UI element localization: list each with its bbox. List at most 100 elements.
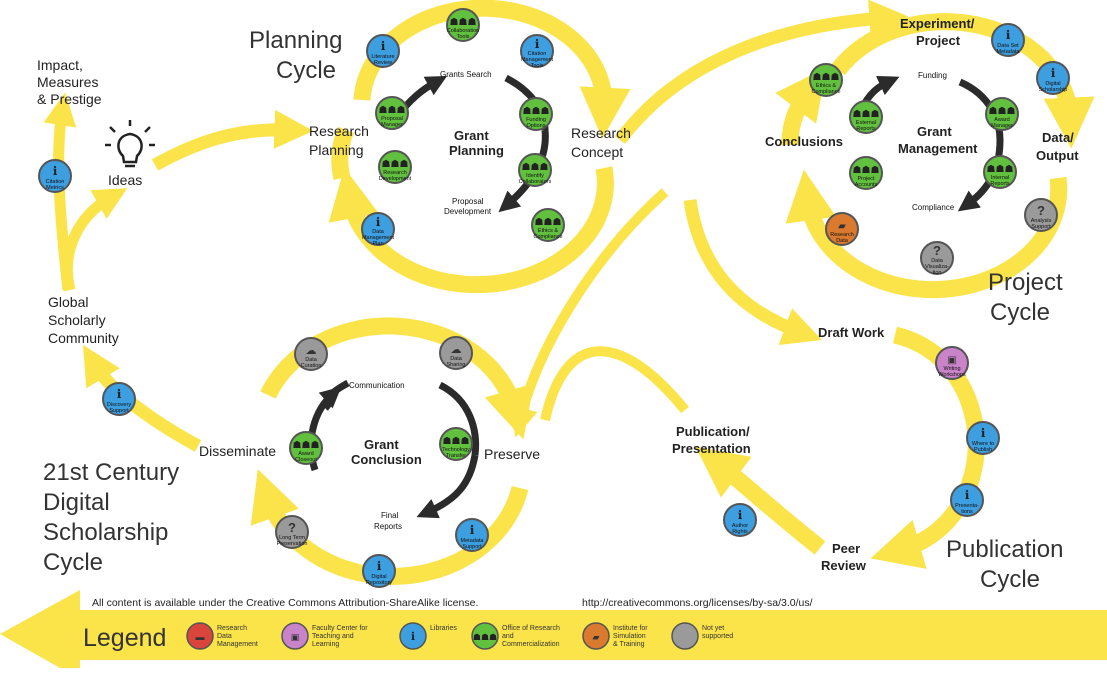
legend-item-research-data-management: ▬ Research Data Management <box>186 622 258 650</box>
info-icon: ℹ <box>377 559 382 573</box>
svg-text:Institute for: Institute for <box>613 625 648 632</box>
people-icon: ☗☗☗ <box>535 217 562 228</box>
svg-text:Development: Development <box>379 176 412 182</box>
svg-text:Repository: Repository <box>366 580 393 586</box>
svg-text:Conclusion: Conclusion <box>351 452 422 467</box>
collaboration-tools-node: ☗☗☗ Collaboration Tools <box>446 8 480 42</box>
svg-text:Sharing: Sharing <box>447 362 466 368</box>
legend-item-faculty-center: ▣ Faculty Center for Teaching and Learni… <box>281 622 368 650</box>
publication-texts: Draft Work Publication/ Presentation Pee… <box>672 325 1063 593</box>
publication-cycle-label: Publication <box>946 536 1063 563</box>
citation-management-node: ℹ Citation Management Tools <box>520 34 554 69</box>
svg-text:and: and <box>502 633 514 640</box>
legend-arrow <box>0 590 1107 668</box>
conclusions-to-draft <box>683 199 822 345</box>
svg-text:Project: Project <box>916 33 961 48</box>
people-icon: ☗☗☗ <box>379 105 406 116</box>
svg-text:Digital: Digital <box>371 574 386 580</box>
svg-text:Commercialization: Commercialization <box>502 641 560 648</box>
people-icon: ☗☗☗ <box>813 72 840 83</box>
svg-text:Metadata: Metadata <box>461 538 485 544</box>
external-reports-node: ☗☗☗ External Reports <box>849 100 883 134</box>
license-url[interactable]: http://creativecommons.org/licenses/by-s… <box>582 597 813 609</box>
svg-text:Discovery: Discovery <box>107 402 131 408</box>
svg-text:Management: Management <box>898 141 978 156</box>
svg-text:Reports: Reports <box>856 126 876 132</box>
funding-options-node: ☗☗☗ Funding Options <box>519 97 553 131</box>
svg-text:Tools: Tools <box>457 34 470 40</box>
internal-reports-node: ☗☗☗ Internal Reports <box>983 155 1017 189</box>
info-icon: ℹ <box>1006 28 1011 42</box>
svg-text:Award: Award <box>994 117 1010 123</box>
digital-scholarship-node: ℹ Digital Scholarship <box>1036 61 1070 95</box>
research-development-node: ☗☗☗ Research Development <box>378 150 412 184</box>
identify-collaborators-node: ☗☗☗ Identify Collaborators <box>518 153 552 187</box>
svg-text:Analysis: Analysis <box>1031 218 1052 224</box>
svg-text:Data: Data <box>217 633 232 640</box>
global-to-impact <box>43 92 77 291</box>
pub-arc-left <box>695 446 826 555</box>
info-icon: ℹ <box>470 523 475 537</box>
svg-text:Scholarly: Scholarly <box>48 312 106 328</box>
legend-item-libraries: ℹ Libraries <box>399 622 457 650</box>
svg-text:supported: supported <box>702 633 733 640</box>
info-icon: ℹ <box>381 39 386 53</box>
service-nodes: ℹ Citation Metrics ℹ Discovery Support ℹ… <box>38 8 1070 588</box>
data-visualization-node: ? Data Visualiza- tion <box>920 241 954 276</box>
funding-label: Funding <box>918 71 947 80</box>
svg-text:Author: Author <box>732 523 748 529</box>
svg-text:Technology: Technology <box>442 447 470 453</box>
grant-management-label: Grant <box>917 124 952 139</box>
svg-text:Cycle: Cycle <box>276 57 336 84</box>
svg-text:tion: tion <box>933 270 942 276</box>
disseminate-label: Disseminate <box>199 443 276 459</box>
people-icon: ☗☗☗ <box>853 165 880 176</box>
presenter-icon: ▣ <box>947 355 956 366</box>
compliance-label: Compliance <box>912 203 955 212</box>
legend-title: Legend <box>83 624 166 652</box>
svg-text:Plan: Plan <box>372 241 383 247</box>
svg-text:Long Term: Long Term <box>279 535 305 541</box>
svg-text:Cycle: Cycle <box>980 566 1040 593</box>
svg-text:Support: Support <box>462 544 482 550</box>
people-icon: ☗☗☗ <box>523 106 550 117</box>
project-arc-left <box>775 67 827 146</box>
svg-text:Collaborators: Collaborators <box>519 179 552 185</box>
ideas-to-planning <box>151 109 314 171</box>
svg-text:Concept: Concept <box>571 144 623 160</box>
svg-text:Office of Research: Office of Research <box>502 625 560 632</box>
svg-text:Compliance: Compliance <box>533 234 562 240</box>
conclusion-texts: Communication Grant Conclusion Final Rep… <box>349 381 540 531</box>
svg-text:Ethics &: Ethics & <box>816 83 837 89</box>
svg-text:Cycle: Cycle <box>43 549 103 576</box>
global-community-label: Global <box>48 294 88 310</box>
svg-text:Rights: Rights <box>732 529 748 535</box>
svg-text:Development: Development <box>444 207 492 216</box>
svg-text:Teaching and: Teaching and <box>312 633 354 640</box>
svg-text:Visualiza-: Visualiza- <box>925 264 949 270</box>
info-icon: ℹ <box>1051 66 1056 80</box>
info-icon: ℹ <box>117 387 122 401</box>
svg-text:Curation: Curation <box>301 363 322 369</box>
svg-text:Data: Data <box>450 356 463 362</box>
project-accounts-node: ☗☗☗ Project Accounts <box>849 156 883 190</box>
svg-text:Support: Support <box>1031 224 1051 230</box>
svg-text:Faculty Center for: Faculty Center for <box>312 625 368 632</box>
presentations-node: ℹ Presenta- tions <box>950 483 984 517</box>
question-icon: ? <box>1037 203 1045 218</box>
svg-text:Planning: Planning <box>449 143 504 158</box>
svg-text:Where to: Where to <box>972 441 994 447</box>
final-reports-label: Final <box>381 511 399 520</box>
info-icon: ℹ <box>376 215 381 229</box>
planning-cycle-label: Planning <box>249 27 342 54</box>
info-icon: ℹ <box>965 488 970 502</box>
svg-text:Reports: Reports <box>374 522 402 531</box>
svg-text:Research: Research <box>217 625 247 632</box>
svg-text:Presenta-: Presenta- <box>955 503 979 509</box>
svg-text:Scholarship: Scholarship <box>43 519 168 546</box>
svg-text:Planning: Planning <box>309 142 364 158</box>
folder-icon: ▰ <box>593 632 600 642</box>
svg-text:Output: Output <box>1036 148 1079 163</box>
